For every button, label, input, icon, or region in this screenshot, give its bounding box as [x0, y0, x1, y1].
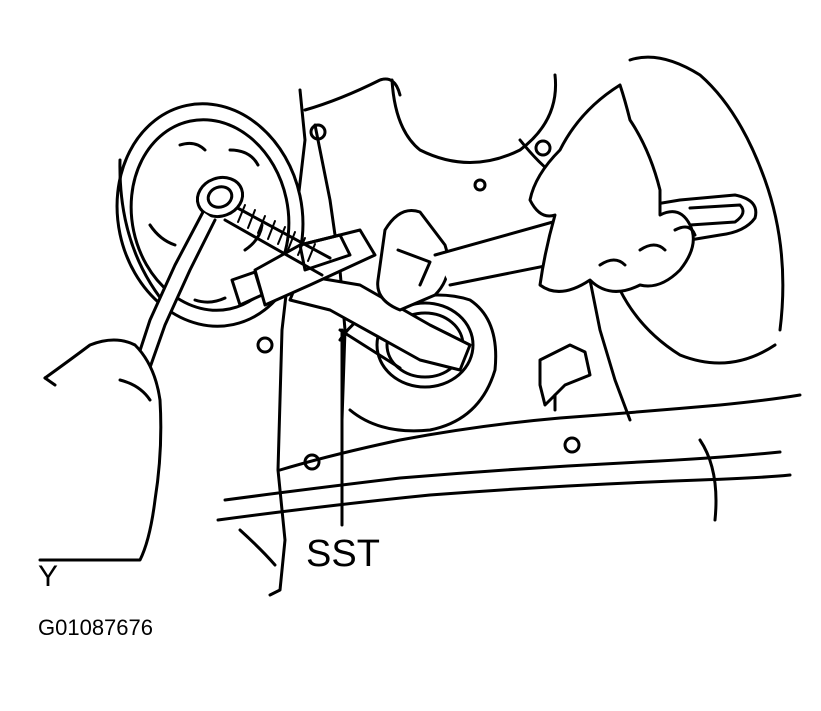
- right-bolt: [538, 343, 592, 412]
- sst-label: SST: [306, 533, 380, 575]
- special-service-tool: [230, 228, 472, 372]
- box-wrench: [131, 175, 245, 378]
- threaded-bolt: [223, 203, 332, 277]
- engine-block: [216, 55, 802, 597]
- bolt-holes: [256, 123, 581, 471]
- right-hand: [528, 83, 697, 293]
- view-label: Y: [38, 560, 59, 593]
- left-hand: [38, 338, 163, 562]
- figure-id: G01087676: [38, 615, 153, 640]
